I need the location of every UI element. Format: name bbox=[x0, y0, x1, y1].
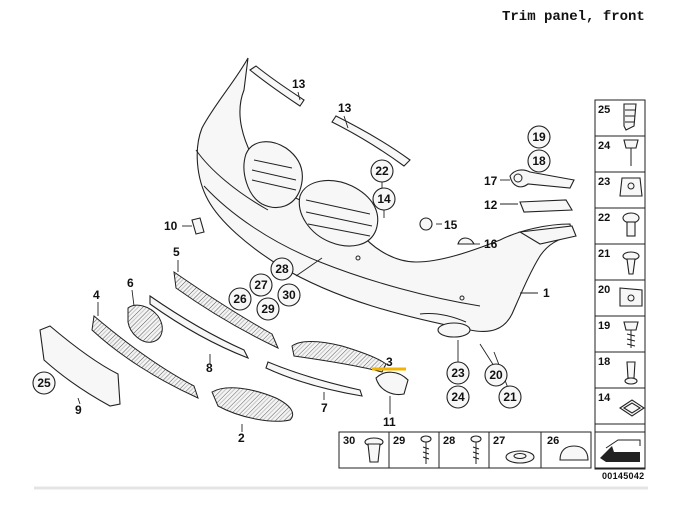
callout-4: 4 bbox=[93, 288, 100, 302]
callout-9: 9 bbox=[75, 403, 82, 417]
bottom-part-27: 27 bbox=[493, 435, 505, 447]
cover-11 bbox=[375, 371, 409, 396]
callout-2: 2 bbox=[238, 431, 245, 445]
callout-7: 7 bbox=[321, 401, 328, 415]
right-part-19: 19 bbox=[598, 320, 610, 332]
callout-6: 6 bbox=[127, 276, 134, 290]
bottom-part-26: 26 bbox=[547, 435, 559, 447]
grille-5 bbox=[173, 270, 279, 350]
diagram-reference-number: 00145042 bbox=[602, 471, 645, 481]
circle-22: 22 bbox=[375, 164, 389, 178]
circle-23: 23 bbox=[451, 366, 465, 380]
callout-1: 1 bbox=[543, 286, 550, 300]
cover-cap-10 bbox=[191, 217, 205, 235]
grille-6 bbox=[127, 304, 163, 343]
license-plate-base-9 bbox=[39, 325, 121, 407]
trim-strip-13 bbox=[249, 65, 411, 167]
circle-21: 21 bbox=[503, 390, 517, 404]
bracket-17-12 bbox=[509, 169, 575, 213]
circle-18: 18 bbox=[532, 154, 546, 168]
circle-25: 25 bbox=[37, 376, 51, 390]
right-part-22: 22 bbox=[598, 212, 610, 224]
circle-29: 29 bbox=[261, 302, 275, 316]
arrow-icon-box bbox=[594, 431, 646, 469]
page-title: Trim panel, front bbox=[502, 9, 645, 25]
grille-2 bbox=[211, 387, 294, 422]
callout-5: 5 bbox=[173, 245, 180, 259]
callout-17: 17 bbox=[484, 174, 498, 188]
right-part-25: 25 bbox=[598, 104, 610, 116]
circle-19: 19 bbox=[532, 130, 546, 144]
bottom-part-28: 28 bbox=[443, 435, 455, 447]
circle-27: 27 bbox=[254, 278, 268, 292]
bottom-part-29: 29 bbox=[393, 435, 405, 447]
clip-15-16 bbox=[419, 217, 475, 245]
circle-26: 26 bbox=[233, 292, 247, 306]
callout-15: 15 bbox=[444, 218, 458, 232]
leader-lines bbox=[77, 91, 538, 432]
right-part-18: 18 bbox=[598, 356, 610, 368]
callout-16: 16 bbox=[484, 237, 498, 251]
circle-24: 24 bbox=[451, 390, 465, 404]
right-part-20: 20 bbox=[598, 284, 610, 296]
callout-10: 10 bbox=[164, 219, 178, 233]
bottom-part-30: 30 bbox=[343, 435, 355, 447]
circle-28: 28 bbox=[275, 262, 289, 276]
grille-4 bbox=[91, 315, 199, 399]
callout-12: 12 bbox=[484, 198, 498, 212]
right-part-24: 24 bbox=[598, 140, 611, 152]
right-part-23: 23 bbox=[598, 176, 610, 188]
trim-strip-7 bbox=[265, 361, 363, 397]
callout-11: 11 bbox=[383, 415, 396, 429]
grille-3 bbox=[291, 341, 387, 373]
circled-callouts: 19 18 22 14 28 27 30 26 29 25 23 24 20 2… bbox=[32, 125, 551, 409]
callout-8: 8 bbox=[206, 361, 213, 375]
circle-14: 14 bbox=[377, 192, 391, 206]
callout-13a: 13 bbox=[292, 77, 306, 91]
trim-strip-8 bbox=[149, 294, 250, 360]
right-part-14: 14 bbox=[598, 392, 611, 404]
callout-3: 3 bbox=[386, 355, 393, 369]
right-part-21: 21 bbox=[598, 248, 610, 260]
bottom-parts-panel: 30 29 28 27 26 bbox=[338, 431, 592, 469]
right-parts-panel: 25 24 23 22 21 20 19 18 14 bbox=[594, 99, 646, 470]
circle-20: 20 bbox=[489, 368, 503, 382]
callout-13b: 13 bbox=[338, 101, 352, 115]
circle-30: 30 bbox=[282, 288, 296, 302]
